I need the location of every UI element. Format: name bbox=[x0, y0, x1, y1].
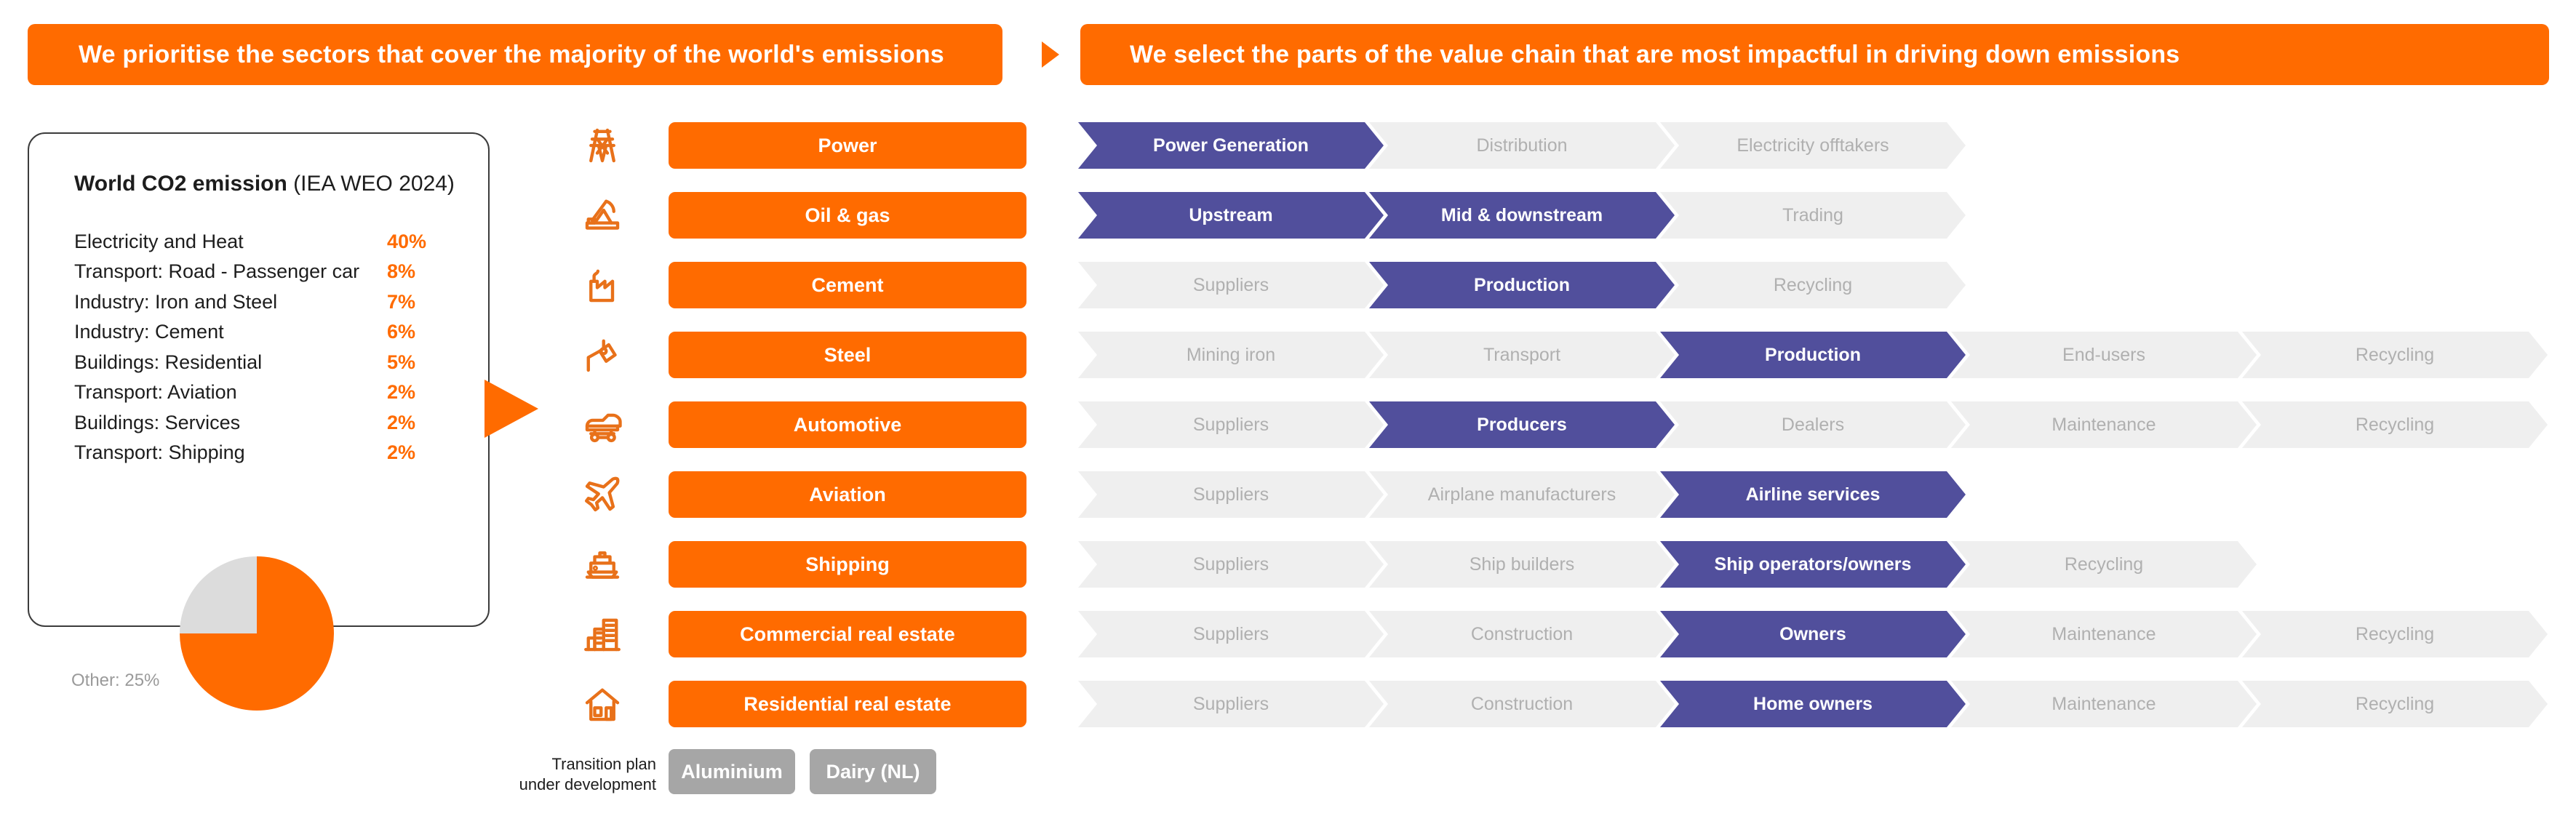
value-chain-stage-active[interactable]: Upstream bbox=[1078, 192, 1384, 239]
value-chain-stage[interactable]: Recycling bbox=[1660, 262, 1966, 308]
banner-sectors-text: We prioritise the sectors that cover the… bbox=[79, 40, 944, 68]
emission-value: 2% bbox=[387, 441, 416, 463]
emission-value: 2% bbox=[387, 381, 416, 403]
value-chain-stage[interactable]: Construction bbox=[1369, 611, 1675, 657]
value-chain-stage[interactable]: Recycling bbox=[2242, 332, 2548, 378]
sector-button[interactable]: Aviation bbox=[669, 471, 1026, 518]
pie-other-label: Other: 25% bbox=[71, 671, 160, 690]
house-icon bbox=[575, 681, 630, 727]
value-chain-stage-active[interactable]: Ship operators/owners bbox=[1660, 541, 1966, 588]
emission-label: Electricity and Heat bbox=[74, 230, 244, 252]
emission-row: Transport: Aviation 2% bbox=[74, 381, 452, 404]
value-chain-stage[interactable]: Suppliers bbox=[1078, 262, 1384, 308]
emission-label: Buildings: Residential bbox=[74, 351, 263, 373]
value-chain-stage[interactable]: Electricity offtakers bbox=[1660, 122, 1966, 169]
airplane-icon bbox=[575, 471, 630, 518]
value-chain-stage[interactable]: Mining iron bbox=[1078, 332, 1384, 378]
value-chain-stage-active[interactable]: Mid & downstream bbox=[1369, 192, 1675, 239]
emission-row: Industry: Cement 6% bbox=[74, 321, 452, 344]
sector-button[interactable]: Oil & gas bbox=[669, 192, 1026, 239]
value-chain-stage[interactable]: Maintenance bbox=[1951, 401, 2257, 448]
emission-label: Industry: Iron and Steel bbox=[74, 290, 278, 313]
value-chain-stage-active[interactable]: Home owners bbox=[1660, 681, 1966, 727]
transition-button-dairy[interactable]: Dairy (NL) bbox=[810, 749, 936, 794]
pie-slices bbox=[180, 556, 334, 711]
card-pointer-arrow-icon bbox=[485, 380, 538, 438]
emissions-card: World CO2 emission (IEA WEO 2024) Electr… bbox=[28, 132, 490, 627]
card-title-source: (IEA WEO 2024) bbox=[287, 172, 455, 196]
value-chain-stage[interactable]: Ship builders bbox=[1369, 541, 1675, 588]
emission-value: 2% bbox=[387, 411, 416, 433]
value-chain-stage[interactable]: End-users bbox=[1951, 332, 2257, 378]
emission-label: Industry: Cement bbox=[74, 321, 224, 343]
emissions-pie-chart bbox=[180, 556, 334, 711]
banner-sectors: We prioritise the sectors that cover the… bbox=[28, 24, 1002, 85]
value-chain-stage[interactable]: Suppliers bbox=[1078, 541, 1384, 588]
value-chain-stage[interactable]: Trading bbox=[1660, 192, 1966, 239]
value-chain-stage[interactable]: Airplane manufacturers bbox=[1369, 471, 1675, 518]
value-chain-stage[interactable]: Maintenance bbox=[1951, 611, 2257, 657]
sector-button[interactable]: Cement bbox=[669, 262, 1026, 308]
car-icon bbox=[575, 401, 630, 448]
office-buildings-icon bbox=[575, 611, 630, 657]
card-title: World CO2 emission (IEA WEO 2024) bbox=[74, 172, 455, 196]
value-chain-stage[interactable]: Recycling bbox=[1951, 541, 2257, 588]
value-chain-stage[interactable]: Suppliers bbox=[1078, 681, 1384, 727]
transition-plan-label: Transition plan under development bbox=[489, 754, 656, 794]
steel-ladle-icon bbox=[575, 332, 630, 378]
value-chain-stage-active[interactable]: Production bbox=[1369, 262, 1675, 308]
sector-button[interactable]: Commercial real estate bbox=[669, 611, 1026, 657]
emission-label: Buildings: Services bbox=[74, 411, 241, 433]
transition-button-aluminium[interactable]: Aluminium bbox=[669, 749, 795, 794]
value-chain-stage[interactable]: Recycling bbox=[2242, 401, 2548, 448]
emission-value: 5% bbox=[387, 351, 416, 373]
value-chain-stage[interactable]: Construction bbox=[1369, 681, 1675, 727]
banner-value-chain-text: We select the parts of the value chain t… bbox=[1130, 40, 2180, 68]
ship-icon bbox=[575, 541, 630, 588]
value-chain-stage[interactable]: Suppliers bbox=[1078, 611, 1384, 657]
emission-row: Electricity and Heat 40% bbox=[74, 230, 452, 253]
factory-icon bbox=[575, 262, 630, 308]
oil-pumpjack-icon bbox=[575, 192, 630, 239]
value-chain-stage[interactable]: Distribution bbox=[1369, 122, 1675, 169]
value-chain-stage[interactable]: Maintenance bbox=[1951, 681, 2257, 727]
value-chain-stage-active[interactable]: Producers bbox=[1369, 401, 1675, 448]
sector-button[interactable]: Steel bbox=[669, 332, 1026, 378]
emission-value: 8% bbox=[387, 260, 416, 282]
emission-label: Transport: Road - Passenger car bbox=[74, 260, 360, 282]
emission-value: 6% bbox=[387, 321, 416, 343]
value-chain-stage[interactable]: Dealers bbox=[1660, 401, 1966, 448]
value-chain-stage[interactable]: Suppliers bbox=[1078, 401, 1384, 448]
sector-button[interactable]: Automotive bbox=[669, 401, 1026, 448]
emission-row: Transport: Road - Passenger car 8% bbox=[74, 260, 452, 284]
emission-row: Buildings: Residential 5% bbox=[74, 351, 452, 374]
value-chain-stage[interactable]: Recycling bbox=[2242, 681, 2548, 727]
transition-plan-label-line2: under development bbox=[519, 775, 656, 793]
banner-arrow-icon bbox=[1042, 41, 1059, 68]
emission-row: Buildings: Services 2% bbox=[74, 411, 452, 434]
emission-row: Industry: Iron and Steel 7% bbox=[74, 290, 452, 313]
power-pylon-icon bbox=[575, 122, 630, 169]
value-chain-stage[interactable]: Suppliers bbox=[1078, 471, 1384, 518]
transition-plan-label-line1: Transition plan bbox=[551, 755, 656, 773]
value-chain-stage-active[interactable]: Owners bbox=[1660, 611, 1966, 657]
sector-button[interactable]: Power bbox=[669, 122, 1026, 169]
sector-button[interactable]: Shipping bbox=[669, 541, 1026, 588]
emission-value: 40% bbox=[387, 230, 427, 252]
emission-row: Transport: Shipping 2% bbox=[74, 441, 452, 465]
emission-label: Transport: Aviation bbox=[74, 381, 237, 403]
sector-button[interactable]: Residential real estate bbox=[669, 681, 1026, 727]
card-title-strong: World CO2 emission bbox=[74, 172, 287, 196]
emission-label: Transport: Shipping bbox=[74, 441, 245, 463]
value-chain-stage[interactable]: Transport bbox=[1369, 332, 1675, 378]
emission-value: 7% bbox=[387, 290, 416, 313]
banner-value-chain: We select the parts of the value chain t… bbox=[1080, 24, 2549, 85]
value-chain-stage[interactable]: Recycling bbox=[2242, 611, 2548, 657]
value-chain-stage-active[interactable]: Power Generation bbox=[1078, 122, 1384, 169]
value-chain-stage-active[interactable]: Airline services bbox=[1660, 471, 1966, 518]
value-chain-stage-active[interactable]: Production bbox=[1660, 332, 1966, 378]
